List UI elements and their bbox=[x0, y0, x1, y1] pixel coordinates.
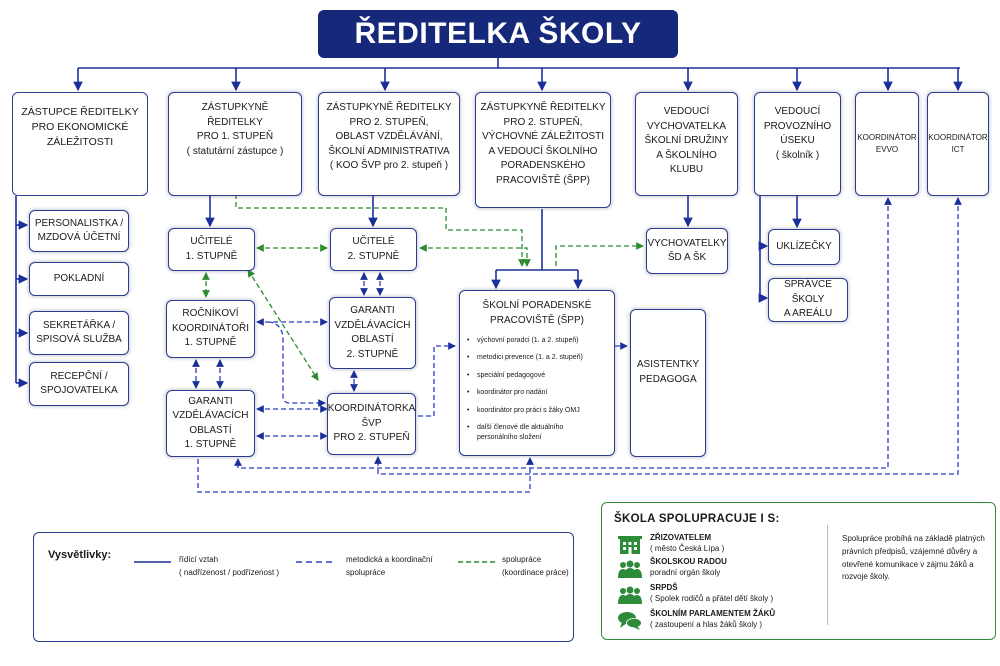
box-economic-deputy: ZÁSTUPCE ŘEDITELKY PRO EKONOMICKÉ ZÁLEŽI… bbox=[12, 92, 148, 196]
box-teachers-2nd-stage: UČITELÉ 2. STUPNĚ bbox=[330, 228, 417, 271]
box-teaching-assistants: ASISTENTKY PEDAGOGA bbox=[630, 309, 706, 457]
spp-item: speciální pedagogové bbox=[466, 371, 610, 381]
cooperation-name: SRPDŠ bbox=[650, 583, 678, 592]
box-teachers-1st-stage: UČITELÉ 1. STUPNĚ bbox=[168, 228, 255, 271]
box-coordinator-evvo: KOORDINÁTOR EVVO bbox=[855, 92, 919, 196]
cooperation-desc: ( Spolek rodičů a přátel dětí školy ) bbox=[650, 593, 774, 603]
box-deputy-1st-stage: ZÁSTUPKYNĚ ŘEDITELKY PRO 1. STUPEŇ ( sta… bbox=[168, 92, 302, 196]
cooperation-divider bbox=[827, 525, 828, 625]
cooperation-lines bbox=[202, 153, 644, 381]
legend-solid-label: řídící vztah ( nadřízenost / podřízenost… bbox=[179, 555, 280, 577]
box-guarantors-1st-stage: GARANTI VZDĚLÁVACÍCH OBLASTÍ 1. STUPNĚ bbox=[166, 390, 255, 457]
cooperation-name: ŠKOLNÍM PARLAMENTEM ŽÁKŮ bbox=[650, 609, 776, 618]
box-personnel: PERSONALISTKA / MZDOVÁ ÚČETNÍ bbox=[29, 210, 129, 252]
box-guarantors-2nd-stage: GARANTI VZDĚLÁVACÍCH OBLASTÍ 2. STUPNĚ bbox=[329, 297, 416, 369]
box-school-counseling: ŠKOLNÍ PORADENSKÉ PRACOVIŠTĚ (ŠPP) výcho… bbox=[459, 290, 615, 456]
box-facility-manager: SPRÁVCE ŠKOLY A AREÁLU bbox=[768, 278, 848, 322]
cooperation-desc: poradní orgán školy bbox=[650, 567, 721, 577]
box-cashier: POKLADNÍ bbox=[29, 262, 129, 296]
spp-item: koordinátor pro práci s žáky OMJ bbox=[466, 406, 610, 416]
cooperation-item: ZŘIZOVATELEM ( město Česká Lípa ) bbox=[618, 533, 724, 555]
legend-swatches bbox=[134, 561, 495, 563]
box-grade-coordinators: ROČNÍKOVÍ KOORDINÁTOŘI 1. STUPNĚ bbox=[166, 300, 255, 358]
page-title: ŘEDITELKA ŠKOLY bbox=[318, 10, 678, 58]
cooperation-name: ZŘIZOVATELEM bbox=[650, 533, 712, 542]
cooperation-title: ŠKOLA SPOLUPRACUJE I S: bbox=[614, 513, 780, 525]
spp-title: ŠKOLNÍ PORADENSKÉ PRACOVIŠTĚ (ŠPP) bbox=[482, 300, 592, 326]
spp-item: metodici prevence (1. a 2. stupeň) bbox=[466, 353, 610, 363]
box-coordinator-ict: KOORDINÁTOR ICT bbox=[927, 92, 989, 196]
box-deputy-2nd-stage-education: ZÁSTUPKYNĚ ŘEDITELKY PRO 2. STUPEŇ, OBLA… bbox=[318, 92, 460, 196]
box-secretary: SEKRETÁŘKA / SPISOVÁ SLUŽBA bbox=[29, 311, 129, 355]
box-operations-head: VEDOUCÍ PROVOZNÍHO ÚSEKU ( školník ) bbox=[754, 92, 841, 196]
spp-item: výchovní poradci (1. a 2. stupeň) bbox=[466, 336, 610, 346]
legend-green-dashed-label: spolupráce (koordinace práce) bbox=[502, 555, 569, 577]
speech-bubbles-icon bbox=[618, 612, 642, 630]
box-deputy-2nd-stage-spp: ZÁSTUPKYNĚ ŘEDITELKY PRO 2. STUPEŇ, VÝCH… bbox=[475, 92, 611, 208]
box-head-educator: VEDOUCÍ VYCHOVATELKA ŠKOLNÍ DRUŽINY A ŠK… bbox=[635, 92, 738, 196]
cooperation-desc: ( město Česká Lípa ) bbox=[650, 543, 725, 553]
cooperation-panel: ŠKOLA SPOLUPRACUJE I S: ZŘIZOVATELEM ( m… bbox=[601, 502, 996, 640]
box-educators: VYCHOVATELKY ŠD A ŠK bbox=[646, 228, 728, 274]
cooperation-name: ŠKOLSKOU RADOU bbox=[650, 557, 727, 566]
spp-list: výchovní poradci (1. a 2. stupeň) metodi… bbox=[460, 336, 614, 442]
building-icon bbox=[618, 536, 642, 554]
cooperation-item: SRPDŠ ( Spolek rodičů a přátel dětí škol… bbox=[618, 583, 773, 605]
cooperation-desc: ( zastoupení a hlas žáků školy ) bbox=[650, 619, 763, 629]
cooperation-note: Spolupráce probíhá na základě platných p… bbox=[842, 534, 985, 582]
spp-item: koordinátor pro nadání bbox=[466, 388, 610, 398]
box-svp-coordinator: KOORDINÁTORKA ŠVP PRO 2. STUPEŇ bbox=[327, 393, 416, 455]
box-cleaners: UKLÍZEČKY bbox=[768, 229, 840, 265]
people-group-icon bbox=[618, 586, 642, 604]
box-receptionist: RECEPČNÍ / SPOJOVATELKA bbox=[29, 362, 129, 406]
legend-title: Vysvětlivky: bbox=[48, 549, 112, 561]
legend-blue-dashed-label: metodická a koordinační spolupráce bbox=[346, 555, 433, 577]
people-group-icon bbox=[618, 560, 642, 578]
legend: Vysvětlivky: řídící vztah ( nadřízenost … bbox=[33, 532, 574, 642]
spp-item: další členové dle aktuálního personálníh… bbox=[466, 423, 610, 442]
cooperation-item: ŠKOLNÍM PARLAMENTEM ŽÁKŮ ( zastoupení a … bbox=[618, 609, 775, 631]
cooperation-item: ŠKOLSKOU RADOU poradní orgán školy bbox=[618, 557, 727, 579]
